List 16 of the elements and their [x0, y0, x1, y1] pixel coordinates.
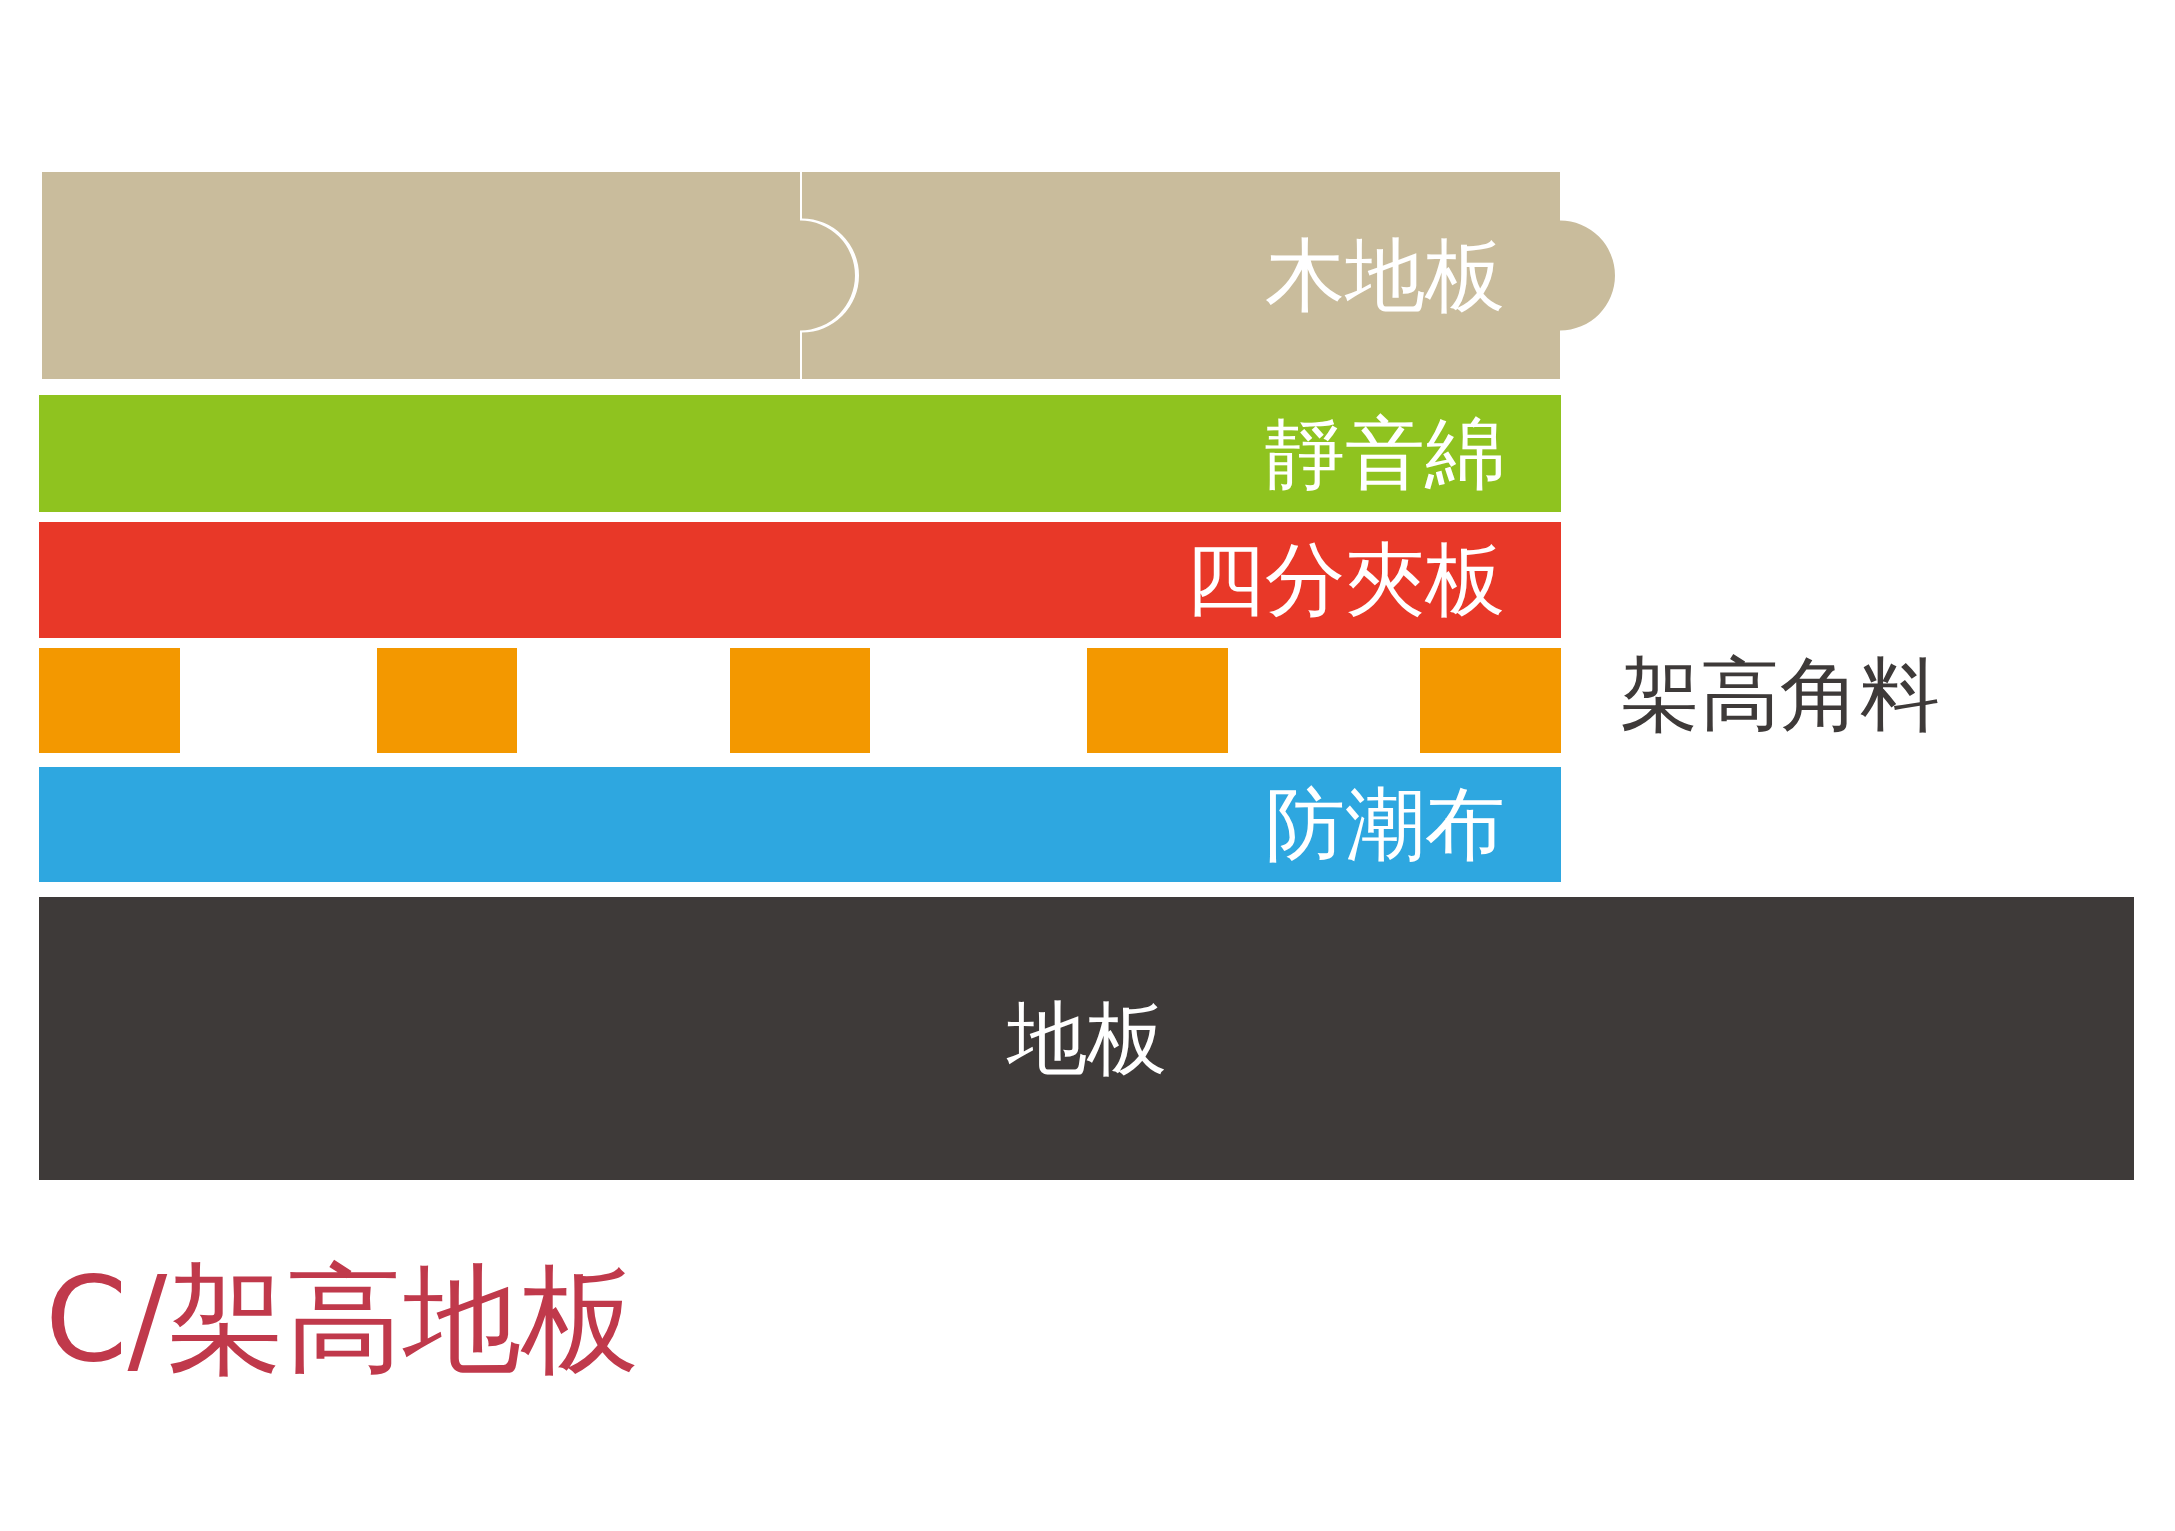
floor-slab	[39, 897, 2134, 1180]
layer-label: 木地板	[1265, 235, 1505, 316]
spacer-block	[730, 648, 870, 753]
spacer-block	[1420, 648, 1561, 753]
spacer-block	[1087, 648, 1228, 753]
layer-label: 防潮布	[1265, 784, 1505, 865]
layer-label: 靜音綿	[1265, 413, 1505, 494]
layer-band	[39, 395, 1561, 512]
spacer-block	[377, 648, 517, 753]
layer-label: 地板	[1006, 998, 1167, 1079]
layer-band	[39, 522, 1561, 638]
layer-label: 四分夾板	[1185, 540, 1505, 620]
layer-band	[39, 767, 1561, 882]
part-label: 架高角料	[1620, 655, 1940, 735]
spacer-block	[39, 648, 180, 753]
diagram-title: C/架高地板	[45, 1255, 640, 1385]
